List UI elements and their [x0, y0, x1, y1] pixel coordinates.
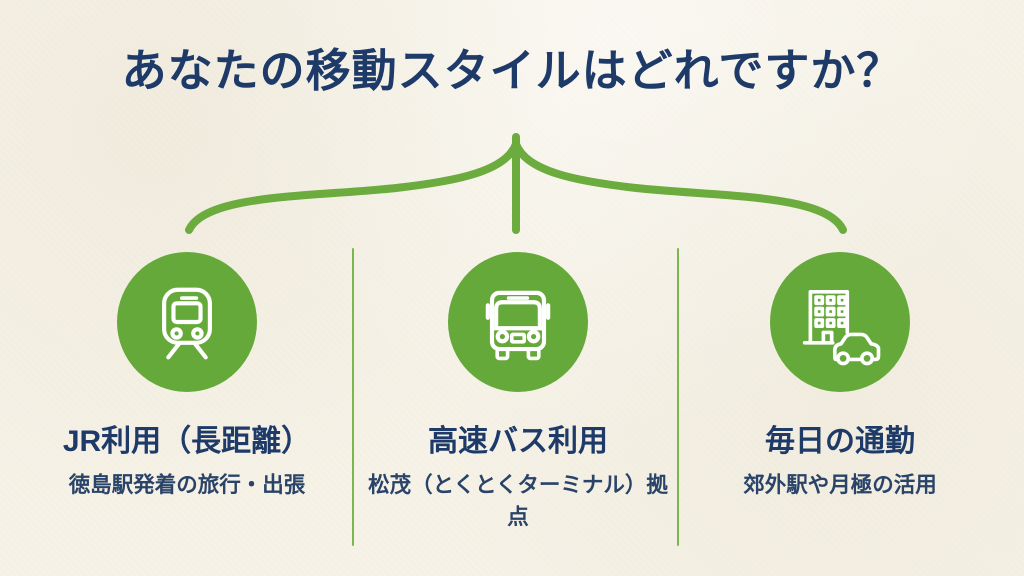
option-heading: 高速バス利用 — [428, 425, 608, 458]
column-divider-right — [677, 248, 679, 546]
style-option-jr: JR利用（長距離） 徳島駅発着の旅行・出張 — [22, 252, 352, 501]
building-car-icon-badge — [770, 252, 910, 392]
branch-right-curve — [512, 140, 847, 234]
style-option-commute: 毎日の通勤 郊外駅や月極の活用 — [675, 252, 1005, 501]
branch-left-curve — [185, 140, 520, 234]
style-option-bus: 高速バス利用 松茂（とくとくターミナル）拠点 — [353, 252, 683, 534]
bus-icon-badge — [448, 252, 588, 392]
train-icon-badge — [117, 252, 257, 392]
train-icon — [162, 287, 212, 360]
option-description: 郊外駅や月極の活用 — [743, 473, 937, 497]
column-divider-left — [352, 248, 354, 546]
option-description: 徳島駅発着の旅行・出張 — [68, 473, 306, 497]
building-car-icon — [802, 290, 881, 366]
bus-icon — [485, 290, 551, 361]
option-heading: JR利用（長距離） — [62, 425, 312, 458]
option-heading: 毎日の通勤 — [765, 425, 915, 458]
option-description: 松茂（とくとくターミナル）拠点 — [368, 473, 668, 530]
page-title: あなたの移動スタイルはどれですか？ — [121, 45, 903, 96]
